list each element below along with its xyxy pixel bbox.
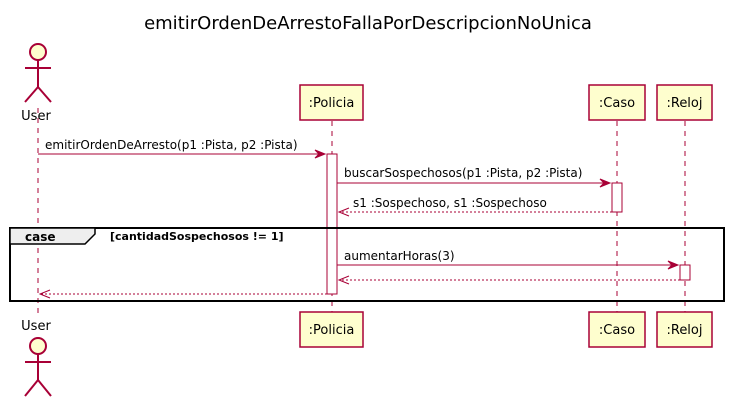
participant-label: :Reloj — [666, 323, 702, 338]
actor-label: User — [21, 109, 51, 124]
actor-figure-icon — [24, 337, 52, 397]
activation-policia — [326, 153, 338, 295]
message-buscar-sospechosos: buscarSospechosos(p1 :Pista, p2 :Pista) — [337, 166, 612, 188]
activation-reloj — [679, 264, 691, 281]
participant-label: :Reloj — [666, 96, 702, 111]
message-label: buscarSospechosos(p1 :Pista, p2 :Pista) — [344, 166, 582, 180]
diagram-title: emitirOrdenDeArrestoFallaPorDescripcionN… — [144, 13, 592, 34]
arrowhead-icon — [314, 149, 327, 159]
participant-reloj-top: :Reloj — [656, 84, 713, 121]
participant-label: :Caso — [599, 96, 635, 111]
participant-label: :Policia — [309, 96, 355, 111]
participant-reloj-bottom: :Reloj — [656, 311, 713, 348]
case-fragment: case [cantidadSospechosos != 1] — [9, 227, 725, 302]
message-return-user — [38, 289, 327, 299]
open-arrowhead-icon — [38, 289, 51, 299]
activation-caso — [611, 182, 623, 213]
message-label: emitirOrdenDeArresto(p1 :Pista, p2 :Pist… — [45, 138, 298, 152]
arrowhead-icon — [599, 178, 612, 188]
message-label: s1 :Sospechoso, s1 :Sospechoso — [353, 196, 547, 210]
open-arrowhead-icon — [337, 275, 350, 285]
message-return-sospechosos: s1 :Sospechoso, s1 :Sospechoso — [337, 196, 612, 217]
participant-label: :Policia — [309, 323, 355, 338]
participant-label: :Caso — [599, 323, 635, 338]
fragment-keyword: case — [25, 230, 56, 244]
actor-label: User — [21, 319, 51, 334]
participant-caso-bottom: :Caso — [588, 311, 646, 348]
participant-caso-top: :Caso — [588, 84, 646, 121]
actor-figure-icon — [24, 43, 52, 103]
actor-user-top: User — [21, 43, 52, 124]
message-label: aumentarHoras(3) — [344, 249, 455, 263]
message-return-reloj — [337, 275, 680, 285]
open-arrowhead-icon — [337, 207, 350, 217]
actor-user-bottom: User — [21, 319, 52, 397]
message-emitir-orden: emitirOrdenDeArresto(p1 :Pista, p2 :Pist… — [38, 138, 327, 159]
arrowhead-icon — [667, 260, 680, 270]
message-aumentar-horas: aumentarHoras(3) — [337, 249, 680, 270]
participant-policia-bottom: :Policia — [299, 311, 364, 348]
fragment-guard: [cantidadSospechosos != 1] — [110, 230, 284, 243]
participant-policia-top: :Policia — [299, 84, 364, 121]
